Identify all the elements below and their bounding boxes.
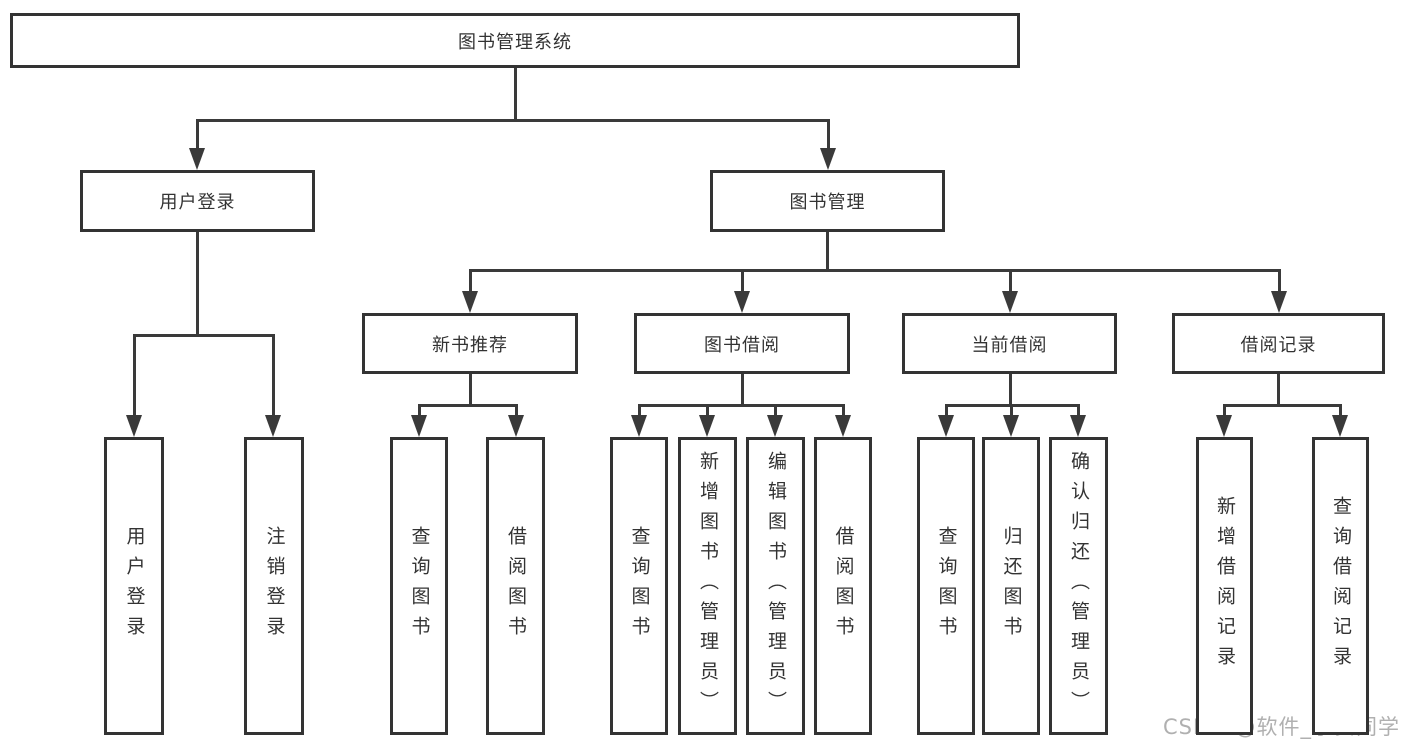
node-label: 编辑图书（管理员）: [765, 451, 787, 721]
node-add-books-admin: 新增图书（管理员）: [678, 437, 737, 735]
arrowhead-down-icon: [767, 415, 783, 437]
connector-line: [468, 374, 472, 405]
arrowhead-down-icon: [835, 415, 851, 437]
node-add-borrow-record: 新增借阅记录: [1196, 437, 1253, 735]
node-label: 图书管理系统: [458, 31, 572, 53]
node-label: 归还图书: [1000, 526, 1023, 646]
arrowhead-down-icon: [734, 291, 750, 313]
arrowhead-down-icon: [1271, 291, 1287, 313]
arrowhead-down-icon: [126, 415, 142, 437]
node-label: 新增借阅记录: [1214, 496, 1236, 676]
connector-line: [1338, 405, 1342, 419]
arrowhead-down-icon: [265, 415, 281, 437]
node-label: 查询图书: [628, 526, 651, 646]
connector-line: [944, 405, 948, 419]
connector-line: [825, 232, 829, 270]
connector-line: [195, 118, 830, 122]
connector-line: [1009, 405, 1013, 419]
connector-line: [826, 120, 830, 152]
node-label: 新书推荐: [432, 334, 508, 356]
node-label: 注销登录: [263, 526, 286, 646]
connector-line: [417, 403, 518, 407]
node-label: 用户登录: [159, 192, 236, 213]
connector-line: [773, 405, 777, 419]
node-label: 用户登录: [123, 526, 146, 646]
node-label: 查询借阅记录: [1330, 496, 1352, 676]
node-book-mgmt: 图书管理: [710, 170, 945, 232]
node-query-books-borrow: 查询图书: [610, 437, 668, 735]
connector-line: [271, 335, 275, 419]
arrowhead-down-icon: [699, 415, 715, 437]
node-new-book-rec: 新书推荐: [362, 313, 578, 374]
connector-line: [1008, 270, 1012, 295]
connector-line: [195, 120, 199, 152]
node-user-login-leaf: 用户登录: [104, 437, 164, 735]
arrowhead-down-icon: [938, 415, 954, 437]
node-label: 借阅记录: [1240, 334, 1317, 356]
connector-line: [468, 270, 472, 295]
node-query-books-rec: 查询图书: [390, 437, 448, 735]
connector-line: [637, 405, 641, 419]
node-return-books: 归还图书: [982, 437, 1040, 735]
connector-line: [1222, 405, 1226, 419]
arrowhead-down-icon: [462, 291, 478, 313]
node-current-borrow: 当前借阅: [902, 313, 1117, 374]
node-user-login: 用户登录: [80, 170, 315, 232]
connector-line: [1277, 270, 1281, 295]
arrowhead-down-icon: [820, 148, 836, 170]
connector-line: [195, 232, 199, 335]
arrowhead-down-icon: [1003, 415, 1019, 437]
connector-line: [1222, 403, 1342, 407]
connector-line: [740, 270, 744, 295]
arrowhead-down-icon: [1332, 415, 1348, 437]
node-borrow-records: 借阅记录: [1172, 313, 1385, 374]
arrowhead-down-icon: [189, 148, 205, 170]
node-borrow-books-rec: 借阅图书: [486, 437, 545, 735]
arrowhead-down-icon: [1216, 415, 1232, 437]
connector-line: [637, 403, 845, 407]
connector-line: [1076, 405, 1080, 419]
node-book-borrow: 图书借阅: [634, 313, 850, 374]
connector-line: [417, 405, 421, 419]
connector-line: [1276, 374, 1280, 405]
node-root: 图书管理系统: [10, 13, 1020, 68]
arrowhead-down-icon: [631, 415, 647, 437]
node-label: 新增图书（管理员）: [697, 451, 719, 721]
node-logout-leaf: 注销登录: [244, 437, 304, 735]
arrowhead-down-icon: [1002, 291, 1018, 313]
node-query-borrow-record: 查询借阅记录: [1312, 437, 1369, 735]
connector-line: [132, 335, 136, 419]
arrowhead-down-icon: [411, 415, 427, 437]
node-borrow-books-borrow: 借阅图书: [814, 437, 872, 735]
connector-line: [705, 405, 709, 419]
node-label: 借阅图书: [832, 526, 855, 646]
connector-line: [468, 268, 1281, 272]
connector-line: [132, 333, 275, 337]
connector-line: [841, 405, 845, 419]
node-query-books-current: 查询图书: [917, 437, 975, 735]
connector-line: [740, 374, 744, 405]
arrowhead-down-icon: [1070, 415, 1086, 437]
node-label: 当前借阅: [971, 334, 1048, 356]
connector-line: [1008, 374, 1012, 405]
node-label: 查询图书: [408, 526, 431, 646]
node-confirm-return-admin: 确认归还（管理员）: [1049, 437, 1108, 735]
node-edit-books-admin: 编辑图书（管理员）: [746, 437, 805, 735]
arrowhead-down-icon: [508, 415, 524, 437]
node-label: 图书管理: [789, 192, 866, 213]
connector-line: [513, 68, 517, 120]
node-label: 确认归还（管理员）: [1068, 451, 1090, 721]
connector-line: [514, 405, 518, 419]
node-label: 查询图书: [935, 526, 958, 646]
node-label: 图书借阅: [704, 334, 780, 356]
node-label: 借阅图书: [505, 526, 527, 646]
